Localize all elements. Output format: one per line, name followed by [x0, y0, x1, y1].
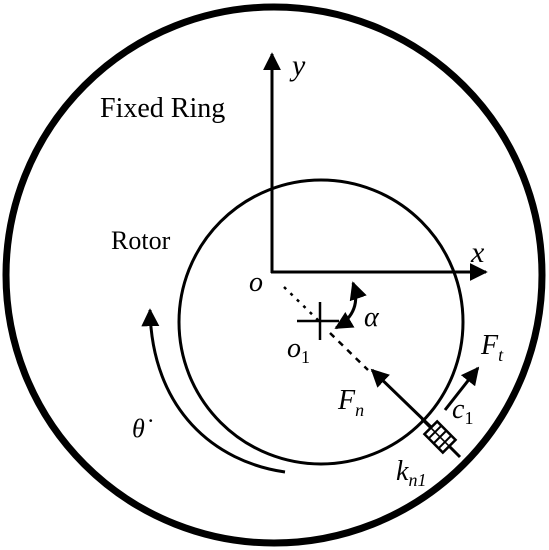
rotor-label: Rotor	[111, 226, 171, 255]
tangential-force-arrow	[443, 366, 480, 411]
rotation-direction-arrow	[141, 308, 286, 474]
alpha-arc-arrow	[334, 281, 367, 330]
damping-label: c1	[452, 394, 473, 428]
spring-damper-element	[420, 417, 462, 459]
center-offset-dashed-line	[283, 286, 321, 323]
fixed-ring-label: Fixed Ring	[100, 93, 225, 124]
tangential-force-label: Ft	[480, 330, 504, 365]
rotor-center-label: o1	[287, 333, 310, 367]
fixed-ring-circle	[2, 3, 546, 547]
origin-label: o	[249, 267, 263, 298]
rotor-circle	[177, 178, 465, 466]
rotation-speed-label: θ̇	[132, 414, 153, 443]
contact-direction-dashed-line	[329, 332, 369, 371]
rotor-center-cross	[297, 302, 339, 340]
stiffness-label: kn1	[396, 456, 426, 490]
normal-force-arrow	[370, 368, 434, 430]
x-axis-label: x	[470, 236, 485, 269]
normal-force-label: Fn	[337, 385, 364, 420]
y-axis-label: y	[289, 49, 306, 82]
alpha-label: α	[364, 302, 380, 333]
